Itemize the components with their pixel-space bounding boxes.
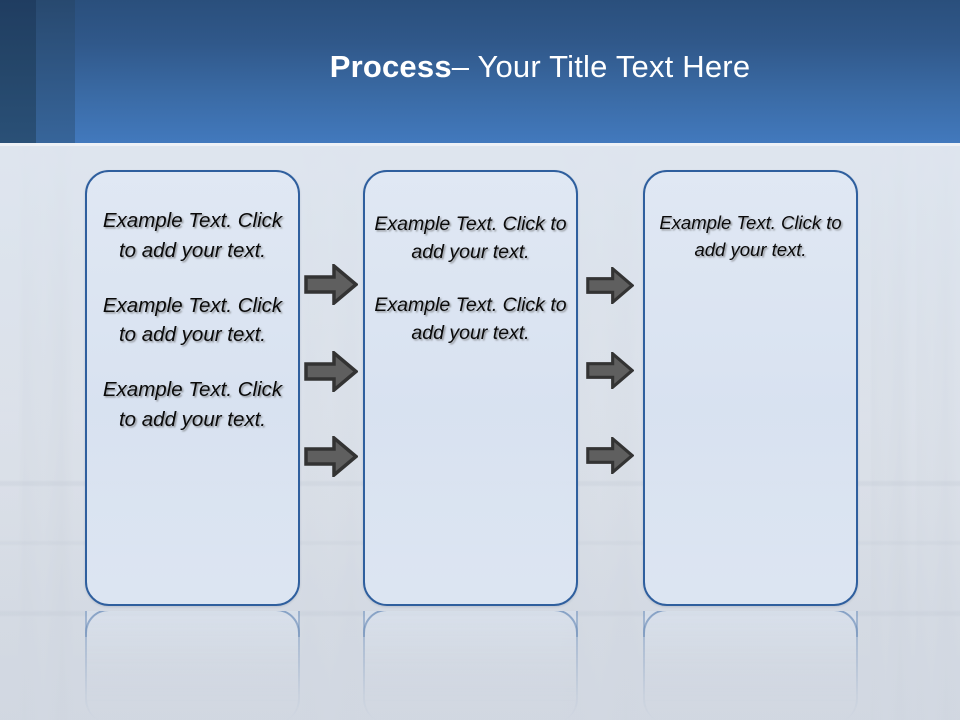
process-step-1-reflection — [85, 609, 300, 720]
process-step-3-text[interactable]: Example Text. Click to add your text. — [653, 210, 848, 263]
arrow-right-icon[interactable] — [586, 352, 634, 389]
process-step-1-paragraph-2: Example Text. Click to add your text. — [102, 293, 283, 347]
process-step-3-paragraph-1: Example Text. Click to add your text. — [659, 212, 842, 260]
arrow-right-icon[interactable] — [586, 437, 634, 474]
page-title[interactable]: Process – Your Title Text Here — [120, 0, 960, 143]
header-accent-band-mid — [36, 0, 75, 143]
process-step-1-text[interactable]: Example Text. Click to add your text. Ex… — [95, 206, 290, 434]
process-step-1-paragraph-3: Example Text. Click to add your text. — [102, 378, 283, 431]
process-step-2-paragraph-2: Example Text. Click to add your text. — [374, 293, 567, 344]
header-underline — [0, 143, 960, 146]
process-step-2[interactable]: Example Text. Click to add your text. Ex… — [363, 170, 578, 606]
process-step-2-reflection — [363, 609, 578, 720]
page-title-rest: – Your Title Text Here — [451, 48, 751, 84]
process-step-2-paragraph-1: Example Text. Click to add your text. — [374, 213, 567, 264]
page-title-emphasis: Process — [329, 48, 452, 84]
process-step-1[interactable]: Example Text. Click to add your text. Ex… — [85, 170, 300, 606]
arrow-right-icon[interactable] — [304, 264, 358, 305]
process-step-1-paragraph-1: Example Text. Click to add your text. — [102, 209, 283, 262]
arrow-right-icon[interactable] — [586, 267, 634, 304]
process-step-3-reflection — [643, 609, 858, 720]
arrow-right-icon[interactable] — [304, 436, 358, 477]
slide-header: Process – Your Title Text Here — [0, 0, 960, 143]
arrow-right-icon[interactable] — [304, 351, 358, 392]
header-accent-band-dark — [0, 0, 36, 143]
process-step-3[interactable]: Example Text. Click to add your text. — [643, 170, 858, 606]
process-step-2-text[interactable]: Example Text. Click to add your text. Ex… — [373, 210, 568, 347]
